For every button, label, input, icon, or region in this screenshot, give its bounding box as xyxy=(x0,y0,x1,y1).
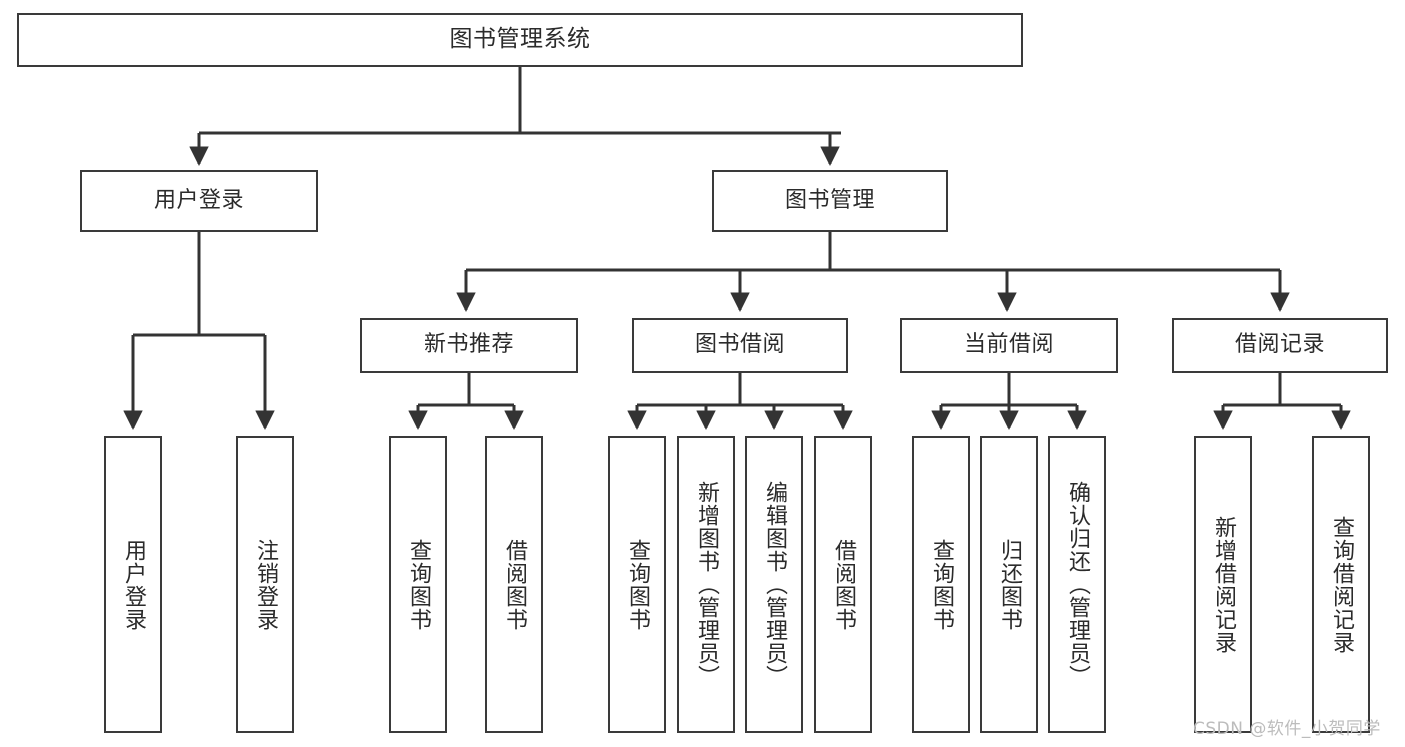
node-leaf-user-login[interactable]: 用户登录 xyxy=(104,436,162,733)
node-new-book-recommend[interactable]: 新书推荐 xyxy=(360,318,578,373)
node-label: 查询图书 xyxy=(928,538,954,631)
node-label: 注销登录 xyxy=(252,538,278,631)
node-leaf-borrow-book-1[interactable]: 借阅图书 xyxy=(485,436,543,733)
node-label: 查询图书 xyxy=(405,538,431,631)
node-label: 借阅图书 xyxy=(501,538,527,631)
node-label: 归还图书 xyxy=(996,538,1022,631)
node-root-system[interactable]: 图书管理系统 xyxy=(17,13,1023,67)
node-label: 新增图书（管理员） xyxy=(693,481,719,688)
node-label: 编辑图书（管理员） xyxy=(761,481,787,688)
node-leaf-query-book-2[interactable]: 查询图书 xyxy=(608,436,666,733)
node-label: 图书借阅 xyxy=(694,332,785,358)
node-leaf-logout-login[interactable]: 注销登录 xyxy=(236,436,294,733)
node-leaf-add-record[interactable]: 新增借阅记录 xyxy=(1194,436,1252,733)
node-label: 用户登录 xyxy=(120,538,146,631)
node-label: 用户登录 xyxy=(153,187,244,213)
node-label: 图书管理系统 xyxy=(449,26,591,53)
node-label: 查询图书 xyxy=(624,538,650,631)
node-label: 借阅图书 xyxy=(830,538,856,631)
node-book-borrow[interactable]: 图书借阅 xyxy=(632,318,848,373)
node-leaf-query-book-1[interactable]: 查询图书 xyxy=(389,436,447,733)
node-label: 新书推荐 xyxy=(423,332,514,358)
node-label: 借阅记录 xyxy=(1234,332,1325,358)
node-borrow-record[interactable]: 借阅记录 xyxy=(1172,318,1388,373)
node-label: 新增借阅记录 xyxy=(1210,515,1236,654)
node-leaf-add-book[interactable]: 新增图书（管理员） xyxy=(677,436,735,733)
node-current-borrow[interactable]: 当前借阅 xyxy=(900,318,1118,373)
node-leaf-query-book-3[interactable]: 查询图书 xyxy=(912,436,970,733)
node-label: 当前借阅 xyxy=(963,332,1054,358)
node-leaf-edit-book[interactable]: 编辑图书（管理员） xyxy=(745,436,803,733)
node-label: 查询借阅记录 xyxy=(1328,515,1354,654)
node-leaf-borrow-book-2[interactable]: 借阅图书 xyxy=(814,436,872,733)
node-book-manage[interactable]: 图书管理 xyxy=(712,170,948,232)
node-label: 图书管理 xyxy=(784,187,875,213)
node-leaf-confirm-return[interactable]: 确认归还（管理员） xyxy=(1048,436,1106,733)
watermark-text: CSDN @软件_小贺同学 xyxy=(1193,719,1381,739)
node-label: 确认归还（管理员） xyxy=(1064,481,1090,688)
node-leaf-return-book[interactable]: 归还图书 xyxy=(980,436,1038,733)
node-user-login[interactable]: 用户登录 xyxy=(80,170,318,232)
node-leaf-query-record[interactable]: 查询借阅记录 xyxy=(1312,436,1370,733)
